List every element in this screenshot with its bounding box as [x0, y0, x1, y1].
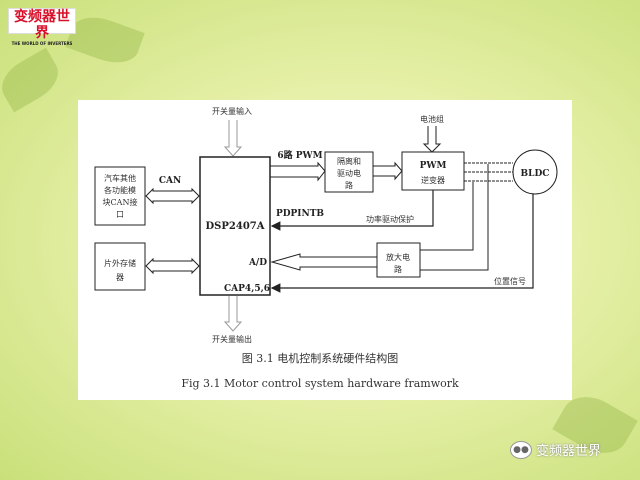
- cap-label: CAP4,5,6: [224, 284, 270, 294]
- battery-label: 电池组: [420, 114, 444, 124]
- logo-subtitle: THE WORLD OF INVERTERS: [11, 41, 73, 46]
- watermark-text: 变频器世界: [536, 444, 602, 459]
- can-box-line: 块CAN接: [103, 197, 138, 207]
- isolation-box-line: 隔离和: [337, 156, 361, 166]
- pwm6-label: 6路 PWM: [277, 149, 322, 161]
- isolation-box-line: 驱动电: [337, 168, 361, 178]
- ad-label: A/D: [248, 258, 267, 268]
- isolation-box-line: 路: [345, 180, 353, 190]
- protection-label: 功率驱动保护: [366, 214, 414, 224]
- watermark: ●● 变频器世界: [510, 440, 601, 459]
- dsp-label: DSP2407A: [205, 221, 264, 232]
- memory-box-line: 片外存储: [104, 258, 136, 268]
- memory-box-line: 器: [116, 273, 124, 282]
- switch-input-arrow: [223, 120, 243, 157]
- can-module-box: [94, 166, 146, 226]
- slide-content: [78, 100, 572, 400]
- inverter-box-line: 逆变器: [421, 175, 445, 185]
- pdpintb-label: PDPINTB: [276, 209, 324, 219]
- driver-to-inverter-arrow: [373, 161, 403, 181]
- logo-text: 变频器世界: [14, 9, 70, 41]
- caption-chinese: 图 3.1 电机控制系统硬件结构图: [242, 351, 399, 365]
- can-bidirectional-arrow: [145, 187, 200, 205]
- ad-input-arrow: [270, 253, 377, 271]
- battery-arrow: [422, 126, 442, 153]
- can-box-line: 汽车其他: [104, 173, 136, 183]
- amplifier-box-line: 路: [394, 264, 402, 274]
- wechat-icon: ●●: [510, 440, 532, 459]
- can-box-line: 口: [116, 210, 124, 219]
- switch-output-arrow: [223, 296, 243, 332]
- dsp-box: [199, 156, 271, 296]
- can-label: CAN: [159, 176, 181, 186]
- position-signal-label: 位置信号: [494, 276, 526, 286]
- brand-logo: 变频器世界 THE WORLD OF INVERTERS: [8, 8, 76, 46]
- bldc-label: BLDC: [521, 169, 550, 179]
- external-memory-box: [94, 242, 146, 291]
- switch-input-label: 开关量输入: [212, 106, 252, 116]
- memory-bidirectional-arrow: [145, 257, 200, 275]
- current-sense-lines: [420, 164, 489, 271]
- amplifier-box-line: 放大电: [386, 252, 410, 262]
- pwm-output-arrow: [270, 161, 326, 182]
- inverter-box-line: PWM: [420, 161, 447, 171]
- isolation-driver-box: [324, 151, 374, 193]
- caption-english: Fig 3.1 Motor control system hardware fr…: [181, 377, 459, 390]
- switch-output-label: 开关量输出: [212, 334, 252, 344]
- position-signal-line: [270, 194, 534, 293]
- amplifier-box: [376, 242, 421, 278]
- can-box-line: 各功能模: [104, 185, 136, 195]
- protection-line: [270, 190, 434, 231]
